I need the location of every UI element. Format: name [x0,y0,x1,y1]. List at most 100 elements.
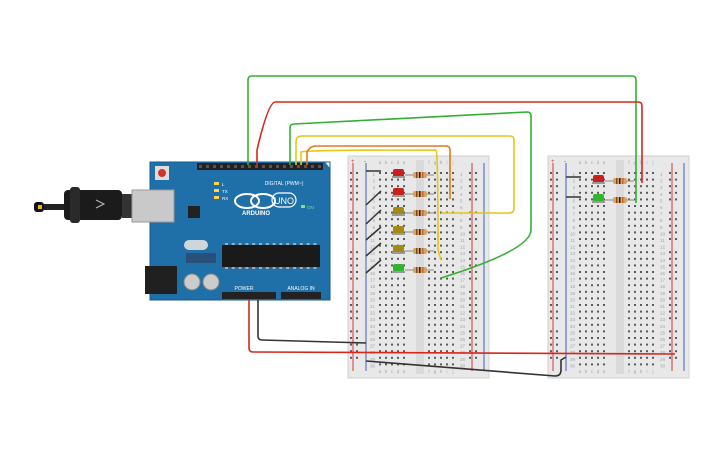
rail-hole[interactable] [550,297,552,300]
rail-hole[interactable] [550,277,552,280]
breadboard-hole[interactable] [397,224,399,227]
breadboard-hole[interactable] [640,337,642,339]
rail-hole[interactable] [556,224,558,227]
breadboard-hole[interactable] [379,264,381,267]
breadboard-hole[interactable] [385,330,387,333]
breadboard-hole[interactable] [591,323,593,326]
breadboard-hole[interactable] [634,350,636,353]
breadboard-hole[interactable] [391,284,393,287]
rail-hole[interactable] [675,264,677,267]
breadboard-hole[interactable] [591,330,593,333]
rail-hole[interactable] [469,198,471,201]
breadboard-hole[interactable] [585,277,587,280]
rail-hole[interactable] [556,271,558,273]
breadboard-hole[interactable] [428,257,430,260]
breadboard-hole[interactable] [579,205,581,207]
breadboard-hole[interactable] [446,178,448,181]
breadboard-hole[interactable] [440,244,442,247]
rail-hole[interactable] [356,271,358,273]
breadboard-hole[interactable] [597,290,599,293]
breadboard-hole[interactable] [634,244,636,247]
breadboard-hole[interactable] [585,337,587,339]
breadboard-hole[interactable] [591,264,593,267]
rail-hole[interactable] [556,343,558,346]
header-pin[interactable] [199,165,202,168]
rail-hole[interactable] [675,304,677,306]
breadboard-hole[interactable] [446,284,448,287]
breadboard-hole[interactable] [628,271,630,273]
breadboard-hole[interactable] [585,317,587,320]
rail-hole[interactable] [469,178,471,181]
breadboard-hole[interactable] [434,323,436,326]
breadboard-hole[interactable] [397,185,399,188]
breadboard-hole[interactable] [585,251,587,254]
breadboard-hole[interactable] [591,185,593,188]
rail-hole[interactable] [475,238,477,240]
breadboard-hole[interactable] [634,185,636,188]
rail-hole[interactable] [356,185,358,188]
breadboard-hole[interactable] [452,310,454,313]
breadboard-hole[interactable] [628,211,630,214]
breadboard-hole[interactable] [385,185,387,188]
breadboard-hole[interactable] [446,257,448,260]
breadboard-hole[interactable] [385,231,387,234]
breadboard-hole[interactable] [652,257,654,260]
breadboard-hole[interactable] [391,304,393,306]
breadboard-hole[interactable] [397,218,399,221]
rail-hole[interactable] [669,343,671,346]
breadboard-hole[interactable] [397,363,399,366]
breadboard-hole[interactable] [652,191,654,194]
breadboard-hole[interactable] [652,205,654,207]
breadboard-hole[interactable] [585,211,587,214]
breadboard-hole[interactable] [591,224,593,227]
breadboard-hole[interactable] [428,251,430,254]
breadboard-hole[interactable] [628,343,630,346]
rail-hole[interactable] [556,317,558,320]
breadboard-hole[interactable] [391,310,393,313]
rail-hole[interactable] [356,304,358,306]
breadboard-hole[interactable] [428,238,430,240]
breadboard-hole[interactable] [428,172,430,174]
breadboard-hole[interactable] [428,198,430,201]
breadboard-hole[interactable] [434,363,436,366]
resistor[interactable] [405,210,434,216]
breadboard-hole[interactable] [628,350,630,353]
breadboard-hole[interactable] [646,350,648,353]
breadboard-hole[interactable] [385,356,387,359]
breadboard-hole[interactable] [603,231,605,234]
rail-hole[interactable] [669,290,671,293]
rail-hole[interactable] [675,343,677,346]
breadboard-hole[interactable] [579,304,581,306]
rail-hole[interactable] [675,310,677,313]
rail-hole[interactable] [675,185,677,188]
rail-hole[interactable] [356,172,358,174]
breadboard-hole[interactable] [403,310,405,313]
breadboard-hole[interactable] [397,205,399,207]
rail-hole[interactable] [669,231,671,234]
breadboard-hole[interactable] [440,185,442,188]
breadboard-hole[interactable] [452,330,454,333]
breadboard-hole[interactable] [646,363,648,366]
rail-hole[interactable] [350,304,352,306]
breadboard-hole[interactable] [652,350,654,353]
breadboard-hole[interactable] [646,304,648,306]
breadboard-hole[interactable] [579,290,581,293]
rail-hole[interactable] [356,211,358,214]
breadboard-hole[interactable] [603,257,605,260]
rail-hole[interactable] [550,304,552,306]
breadboard-hole[interactable] [640,185,642,188]
breadboard-hole[interactable] [446,238,448,240]
breadboard-hole[interactable] [603,205,605,207]
rail-hole[interactable] [350,297,352,300]
rail-hole[interactable] [356,198,358,201]
rail-hole[interactable] [469,191,471,194]
breadboard-hole[interactable] [597,238,599,240]
breadboard-hole[interactable] [434,238,436,240]
rail-hole[interactable] [675,178,677,181]
breadboard-hole[interactable] [391,244,393,247]
breadboard-hole[interactable] [591,205,593,207]
breadboard-hole[interactable] [403,304,405,306]
rail-hole[interactable] [350,317,352,320]
breadboard-hole[interactable] [403,343,405,346]
